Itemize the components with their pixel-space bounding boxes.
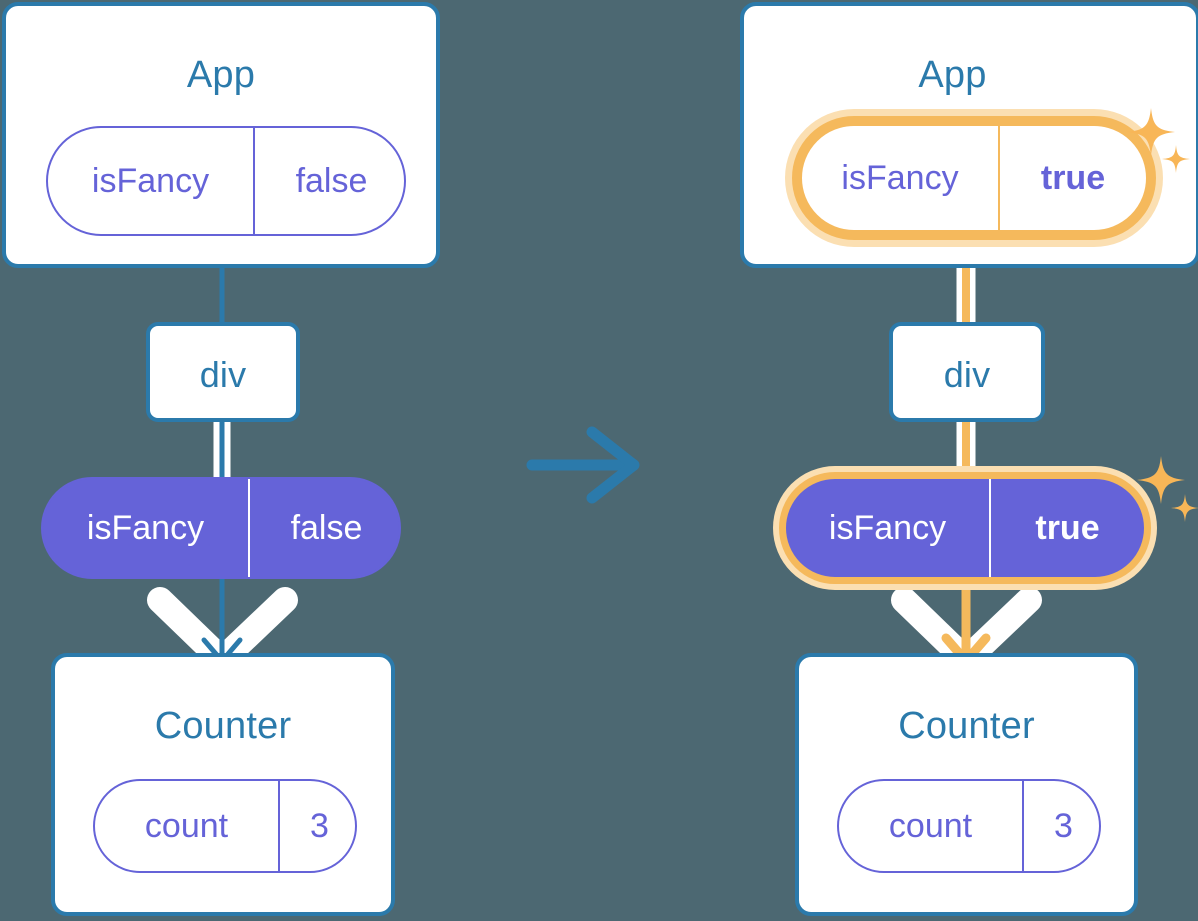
app-state-key: isFancy: [91, 162, 210, 200]
app-title: App: [186, 54, 256, 96]
app-state-pill[interactable]: isFancy false: [46, 126, 406, 236]
before-state-panel: App isFancy false div isFancy false Coun…: [2, 2, 440, 916]
counter-component-box[interactable]: Counter count 3: [795, 653, 1138, 916]
app-state-value: true: [998, 126, 1146, 230]
counter-title: Counter: [154, 705, 292, 747]
prop-flow-chevron: [147, 587, 298, 673]
sparkle-icon-app: [1127, 108, 1190, 173]
counter-title: Counter: [898, 705, 1035, 747]
prop-value: true: [989, 479, 1144, 577]
prop-flow-chevron: [891, 587, 1042, 673]
counter-state-pill[interactable]: count 3: [93, 779, 357, 873]
counter-state-value: 3: [278, 781, 355, 871]
counter-state-key: count: [888, 807, 973, 845]
after-state-panel: App isFancy true isFancy true div Coun: [599, 0, 1198, 921]
prop-key: isFancy: [828, 509, 947, 547]
prop-pill-highlighted[interactable]: isFancy true: [779, 472, 1151, 584]
prop-pill[interactable]: isFancy false: [41, 477, 401, 579]
app-component-box[interactable]: App isFancy false: [2, 2, 440, 268]
div-element-box[interactable]: div: [889, 322, 1045, 422]
app-title: App: [918, 54, 987, 96]
sparkle-icon-prop: [1137, 456, 1198, 522]
transition-arrow-icon: [526, 426, 640, 504]
counter-state-value: 3: [1022, 781, 1099, 871]
counter-state-pill[interactable]: count 3: [837, 779, 1101, 873]
prop-value: false: [248, 479, 399, 577]
div-element-box[interactable]: div: [146, 322, 300, 422]
app-state-pill-highlighted[interactable]: isFancy true: [792, 116, 1156, 240]
app-component-box[interactable]: App isFancy true: [740, 2, 1198, 268]
prop-key: isFancy: [86, 509, 205, 547]
app-state-value: false: [253, 128, 404, 234]
div-label: div: [943, 354, 991, 395]
counter-state-key: count: [144, 807, 229, 845]
counter-component-box[interactable]: Counter count 3: [51, 653, 395, 916]
app-state-key: isFancy: [841, 159, 959, 197]
div-label: div: [199, 354, 247, 395]
